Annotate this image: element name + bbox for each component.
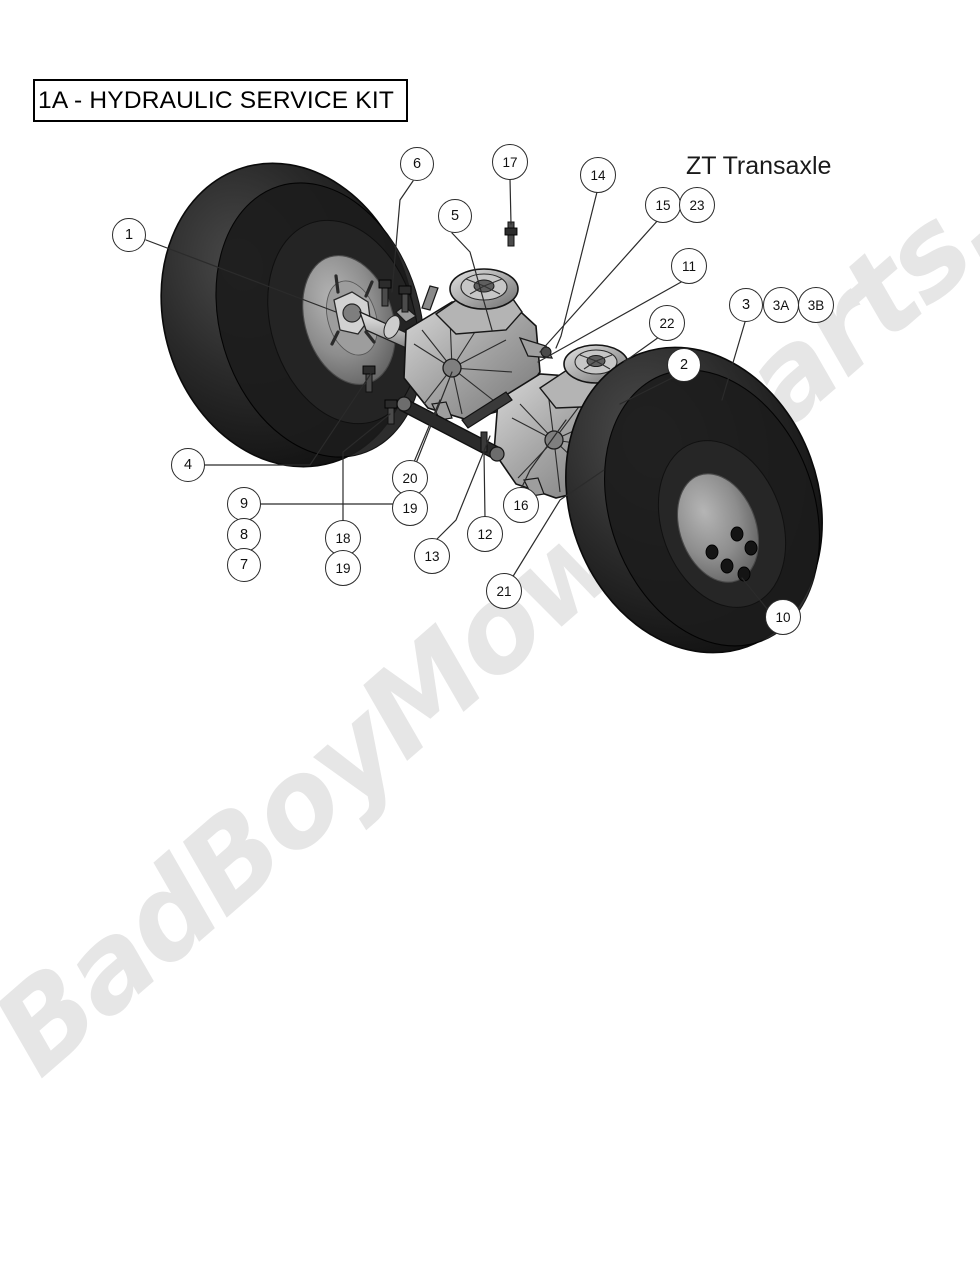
callout-bubble-11[interactable]: 11 (671, 248, 707, 284)
callout-bubble-3A[interactable]: 3A (763, 287, 799, 323)
diagram-title-box: 1A - HYDRAULIC SERVICE KIT (33, 79, 408, 122)
callout-bubble-3B[interactable]: 3B (798, 287, 834, 323)
lug-nuts (705, 526, 758, 582)
callout-bubble-14[interactable]: 14 (580, 157, 616, 193)
section-label-zt-transaxle: ZT Transaxle (686, 152, 832, 180)
callout-bubble-17[interactable]: 17 (492, 144, 528, 180)
page-title: 1A - HYDRAULIC SERVICE KIT (38, 86, 395, 114)
left-tire-assembly (160, 162, 425, 468)
callout-bubble-13[interactable]: 13 (414, 538, 450, 574)
callout-bubble-1[interactable]: 1 (112, 218, 146, 252)
callout-bubble-6[interactable]: 6 (400, 147, 434, 181)
callout-bubble-21[interactable]: 21 (486, 573, 522, 609)
right-tire-assembly (565, 346, 823, 654)
callout-bubble-23[interactable]: 23 (679, 187, 715, 223)
callout-bubble-19a[interactable]: 19 (392, 490, 428, 526)
callout-bubble-2[interactable]: 2 (667, 348, 701, 382)
callout-bubble-8[interactable]: 8 (227, 518, 261, 552)
callout-bubble-22[interactable]: 22 (649, 305, 685, 341)
callout-bubble-10[interactable]: 10 (765, 599, 801, 635)
left-transaxle-unit (395, 268, 554, 421)
callout-bubble-19b[interactable]: 19 (325, 550, 361, 586)
callout-bubble-15[interactable]: 15 (645, 187, 681, 223)
callout-bubble-3[interactable]: 3 (729, 288, 763, 322)
callout-bubble-5[interactable]: 5 (438, 199, 472, 233)
callout-bubble-4[interactable]: 4 (171, 448, 205, 482)
callout-bubble-16[interactable]: 16 (503, 487, 539, 523)
callout-bubble-12[interactable]: 12 (467, 516, 503, 552)
callout-bubble-9[interactable]: 9 (227, 487, 261, 521)
callout-bubble-7[interactable]: 7 (227, 548, 261, 582)
